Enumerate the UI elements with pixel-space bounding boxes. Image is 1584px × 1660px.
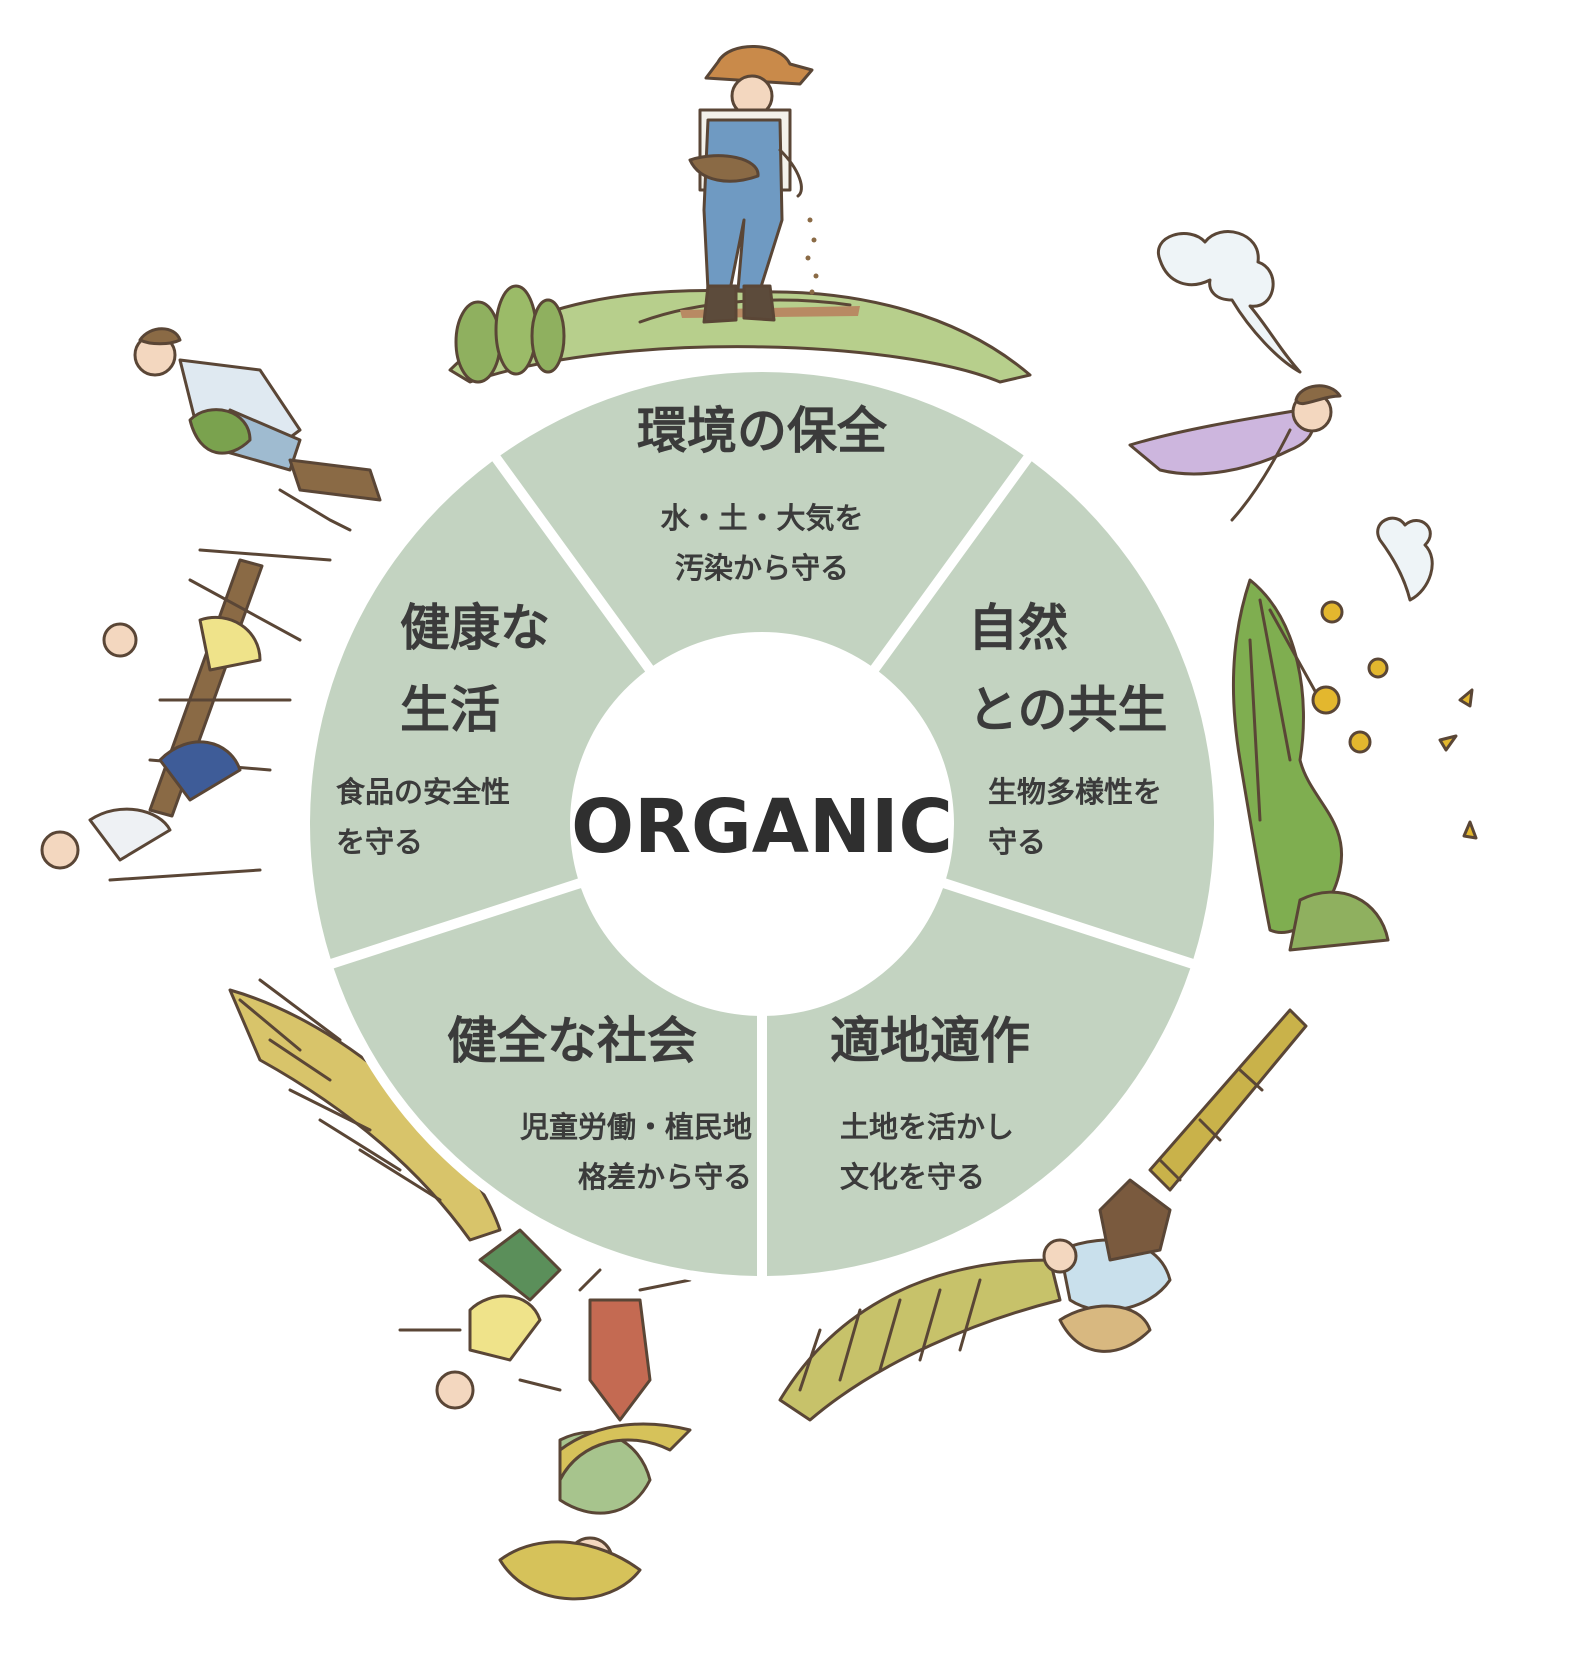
segment-description: 児童労働・植民地 <box>520 1110 752 1144</box>
segment-description: 文化を守る <box>840 1160 985 1194</box>
segment-title: との共生 <box>968 681 1168 739</box>
segment-description: を守る <box>336 825 423 859</box>
segment-nature: 自然 との共生 生物多様性を 守る <box>968 599 1168 859</box>
wheel-segment-local <box>766 888 1191 1276</box>
person-harvesting-with-basket-illustration <box>778 1008 1308 1422</box>
family-carrying-rice-bundles-illustration <box>398 1228 692 1601</box>
segment-description: 土地を活かし <box>840 1110 1014 1144</box>
segment-environment: 環境の保全 水・土・大気を 汚染から守る <box>637 402 888 585</box>
segment-title: 生活 <box>400 681 500 739</box>
woman-carrying-vegetables-illustration <box>133 327 382 532</box>
wheel-segment-society <box>333 888 758 1276</box>
segment-title: 健康な <box>400 599 550 657</box>
woman-with-cloud-illustration <box>1128 230 1434 602</box>
center-label: ORGANIC <box>571 784 953 870</box>
family-at-picnic-table-illustration <box>40 548 332 882</box>
segment-texts: 環境の保全 水・土・大気を 汚染から守る 自然 との共生 生物多様性を 守る 適… <box>336 402 1168 1194</box>
segment-local-suitability: 適地適作 土地を活かし 文化を守る <box>830 1012 1030 1194</box>
wildflowers-and-grass-illustration <box>1231 578 1478 952</box>
wheel-segment-health <box>309 461 646 959</box>
segment-description: 生物多様性を <box>988 775 1162 809</box>
segment-title: 環境の保全 <box>637 402 888 460</box>
wheel-segment-environment <box>500 372 1024 666</box>
segment-description: 守る <box>988 825 1046 859</box>
segment-description: 食品の安全性 <box>336 775 510 809</box>
center-circle <box>574 636 950 1012</box>
segment-society: 健全な社会 児童労働・植民地 格差から守る <box>447 1012 752 1194</box>
segment-title: 自然 <box>968 599 1068 657</box>
farmer-sowing-seeds-illustration <box>448 45 1032 384</box>
segment-description: 水・土・大気を <box>660 501 863 535</box>
segment-health: 健康な 生活 食品の安全性 を守る <box>336 599 550 859</box>
organic-wheel: ORGANIC <box>300 362 1224 1286</box>
segment-description: 格差から守る <box>578 1160 752 1194</box>
illustration-layer <box>40 45 1478 1601</box>
segment-title: 適地適作 <box>830 1012 1030 1070</box>
segment-title: 健全な社会 <box>447 1012 697 1070</box>
segment-description: 汚染から守る <box>675 551 849 585</box>
rice-straw-sheaves-illustration <box>228 978 502 1242</box>
wheel-segment-nature <box>878 461 1214 959</box>
